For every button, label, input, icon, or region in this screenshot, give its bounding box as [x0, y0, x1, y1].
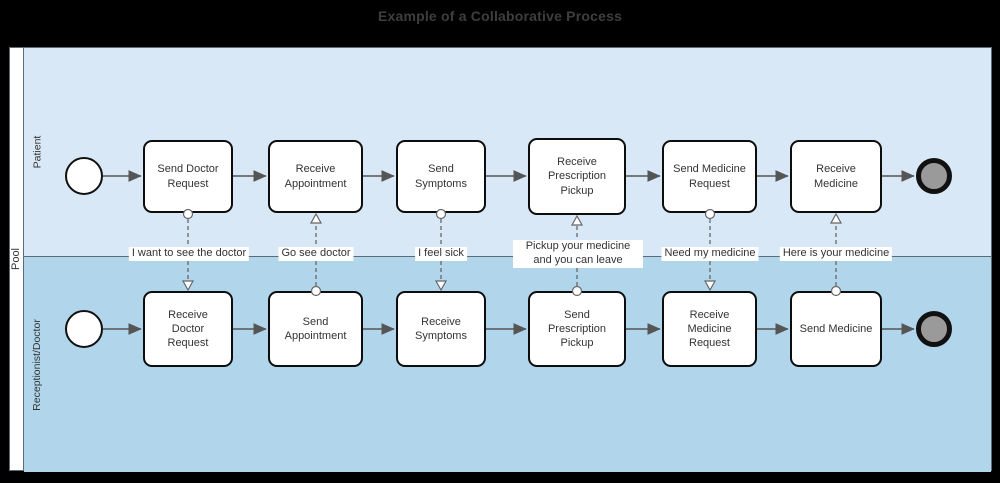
task-receive-doctor-request[interactable]: Receive Doctor Request [143, 291, 233, 367]
lane-receptionist-label-holder: Receptionist/Doctor [28, 257, 46, 472]
message-label-medicine-request: Need my medicine [661, 247, 759, 261]
task-send-medicine[interactable]: Send Medicine [790, 291, 882, 367]
message-label-symptoms: I feel sick [415, 247, 467, 261]
pool-label: Pool [10, 247, 23, 271]
task-receive-appointment[interactable]: Receive Appointment [268, 140, 363, 213]
message-label-prescription-pickup: Pickup your medicine and you can leave [513, 240, 643, 268]
task-receive-medicine-request[interactable]: Receive Medicine Request [662, 291, 757, 367]
end-event-patient[interactable] [916, 158, 952, 194]
task-send-symptoms[interactable]: Send Symptoms [396, 140, 486, 213]
message-label-medicine: Here is your medicine [779, 247, 893, 261]
message-label-doctor-request: I want to see the doctor [128, 247, 250, 261]
pool-title-bar: Pool [10, 48, 24, 470]
lane-patient-label-holder: Patient [28, 48, 46, 256]
message-label-appointment: Go see doctor [278, 247, 354, 261]
task-receive-medicine[interactable]: Receive Medicine [790, 140, 882, 213]
lane-receptionist-label: Receptionist/Doctor [31, 318, 43, 411]
task-send-prescription-pickup[interactable]: Send Prescription Pickup [528, 291, 626, 367]
diagram-title: Example of a Collaborative Process [377, 8, 623, 24]
end-event-receptionist[interactable] [916, 311, 952, 347]
start-event-patient[interactable] [65, 157, 103, 195]
start-event-receptionist[interactable] [65, 310, 103, 348]
task-receive-prescription-pickup[interactable]: Receive Prescription Pickup [528, 138, 626, 215]
task-send-medicine-request[interactable]: Send Medicine Request [662, 140, 757, 213]
task-send-doctor-request[interactable]: Send Doctor Request [143, 140, 233, 213]
task-receive-symptoms[interactable]: Receive Symptoms [396, 291, 486, 367]
task-send-appointment[interactable]: Send Appointment [268, 291, 363, 367]
lane-patient-label: Patient [31, 135, 44, 169]
